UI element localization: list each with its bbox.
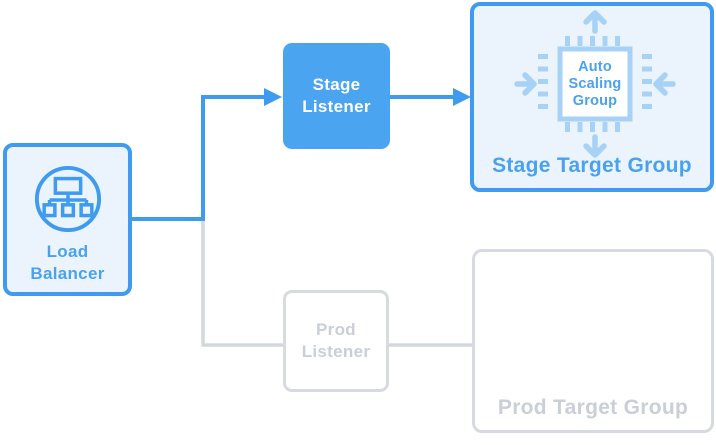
node-stage-target-group: Auto Scaling Group Stage Target Group [470, 2, 714, 192]
node-prod-listener: Prod Listener [283, 290, 389, 392]
edge-load-balancer-to-stage-listener [132, 95, 264, 221]
chip-pins [538, 36, 652, 132]
edge-load-balancer-to-prod-listener [201, 219, 284, 347]
load-balancer-label: Load Balancer [30, 242, 105, 283]
node-load-balancer: Load Balancer [3, 143, 132, 296]
node-stage-listener: Stage Listener [283, 43, 390, 149]
auto-scaling-group-label: Auto Scaling Group [568, 58, 622, 109]
auto-scaling-chip-icon [514, 10, 676, 158]
prod-listener-label: Prod Listener [301, 320, 371, 361]
arrowhead-into-stage-listener [264, 88, 282, 106]
stage-target-group-label: Stage Target Group [492, 154, 692, 177]
scale-arrows-icon [514, 10, 676, 158]
stage-listener-label: Stage Listener [302, 75, 371, 116]
node-prod-target-group: Prod Target Group [472, 249, 714, 433]
prod-target-group-label: Prod Target Group [497, 396, 689, 419]
arrowhead-into-stage-target-group [453, 88, 471, 106]
load-balancer-icon [34, 165, 101, 233]
